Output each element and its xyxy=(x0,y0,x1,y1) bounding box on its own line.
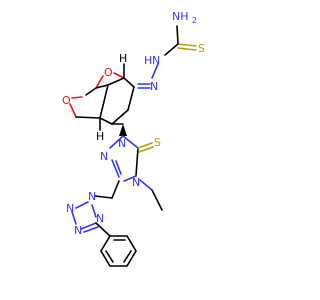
bond-c-s-1 xyxy=(177,43,197,47)
sulfur-top-label: S xyxy=(198,42,205,55)
bond-bh-bridge xyxy=(99,84,109,119)
bond-c-bh2 xyxy=(95,84,109,89)
bond-oring-3 xyxy=(69,103,77,118)
triazole-n2-label: N xyxy=(100,150,108,163)
bond-tr-3 xyxy=(111,159,120,178)
imine-n-label: N xyxy=(150,80,158,93)
bridgehead-h-bottom: H xyxy=(96,130,104,143)
bond-cs-2 xyxy=(138,146,154,153)
bond-tz-phenyl xyxy=(95,222,111,237)
bond-c-nh xyxy=(164,43,179,56)
bond-cs-1 xyxy=(137,142,153,149)
bond-bh-ch xyxy=(99,117,113,125)
bridge-oxygen-label: O xyxy=(104,66,113,79)
bond-tz-4 xyxy=(80,222,97,230)
bond-tz-2 xyxy=(91,204,97,218)
nh2-subscript: 2 xyxy=(192,16,197,25)
bond-bh-c xyxy=(107,77,125,86)
bond-oring-2 xyxy=(85,87,97,96)
bond-core-1 xyxy=(123,77,135,88)
phenyl-double-2 xyxy=(123,250,132,263)
bond-tr-5 xyxy=(123,175,137,182)
bond-ch-c xyxy=(111,109,129,125)
triazole-n4-label: N xyxy=(132,176,140,189)
bond-c-s-2 xyxy=(177,47,197,51)
phenyl-ring xyxy=(100,235,137,267)
bond-tz-4b xyxy=(83,226,99,233)
hydrazone-n-label: N xyxy=(152,54,160,67)
bond-ethyl-ch3 xyxy=(151,189,163,211)
bond-oring-4 xyxy=(75,116,101,119)
wedge-bond xyxy=(119,124,127,136)
bond-c-ch2 xyxy=(111,180,120,199)
tetrazole-n4-label: N xyxy=(96,212,104,225)
thione-sulfur-label: S xyxy=(154,136,161,149)
hydrazone-h-label: H xyxy=(144,54,152,67)
bond-core-2 xyxy=(127,86,135,111)
bond-nh-n xyxy=(151,63,159,79)
ring-oxygen-label: O xyxy=(62,94,71,107)
bond-tr-4 xyxy=(135,147,139,177)
tetrazole-n2-label: N xyxy=(66,202,74,215)
tetrazole-n3-label: N xyxy=(74,224,82,237)
bond-tr-2 xyxy=(109,135,124,149)
tetrazole-n1-label: N xyxy=(88,190,96,203)
bond-n-ethyl xyxy=(139,179,153,191)
bond-c-nh2 xyxy=(176,25,179,45)
bond-ch2-n xyxy=(94,195,113,199)
bond-bh-o xyxy=(113,72,125,79)
nh2-label: NH xyxy=(172,10,189,23)
triazole-n1-label: N xyxy=(118,137,126,150)
bridgehead-h-top: H xyxy=(119,52,127,65)
molecule-structure-diagram: NH 2 S N H N O O H H N N N S N N N N xyxy=(62,10,205,267)
bond-o-bh2 xyxy=(95,75,104,89)
bond-tz-1 xyxy=(75,201,89,209)
bond-tr-1 xyxy=(122,135,139,149)
bond-tr-3b xyxy=(115,160,122,175)
bond-tz-3 xyxy=(71,211,77,225)
bond-oring-1 xyxy=(71,96,83,99)
phenyl-double-3 xyxy=(105,250,114,263)
structure-canvas: NH 2 S N H N O O H H N N N S N N N N xyxy=(62,10,205,267)
